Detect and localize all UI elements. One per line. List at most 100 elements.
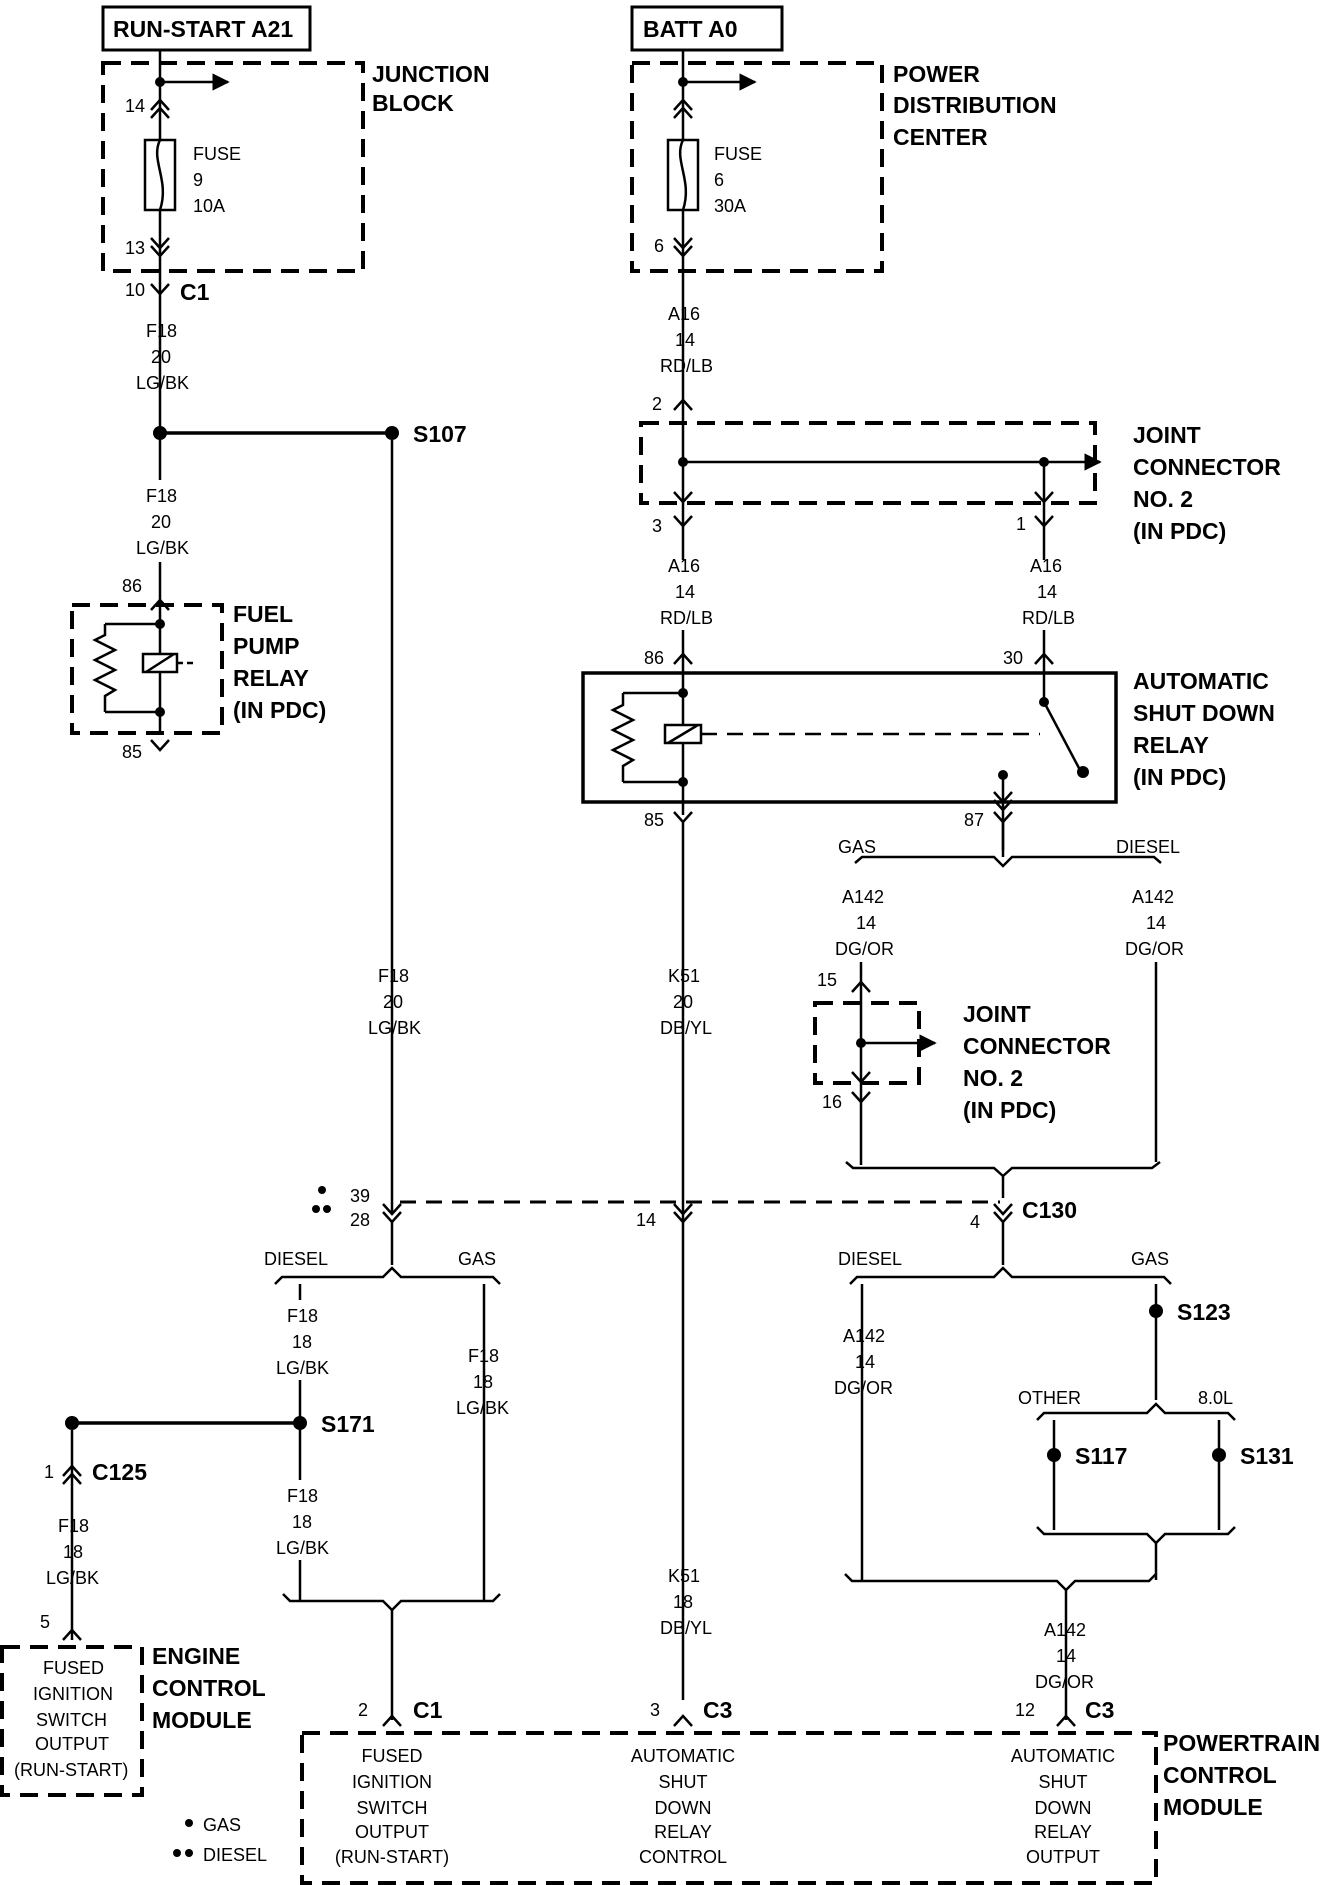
- pcm-c3-pin-12: 12: [1015, 1700, 1035, 1720]
- s171-splice: [293, 1416, 307, 1430]
- pcm-term3-line-4: RELAY: [1034, 1822, 1092, 1842]
- fuel-pump-pin-85: 85: [122, 742, 142, 762]
- pcm-term3-line-2: SHUT: [1039, 1772, 1088, 1792]
- s123-splice: [1149, 1304, 1163, 1318]
- c130-pin-14: 14: [636, 1210, 656, 1230]
- pcm-term1-line-3: SWITCH: [357, 1798, 428, 1818]
- asd-pin-87: 87: [964, 810, 984, 830]
- junction-block-title-1: JUNCTION: [372, 61, 490, 87]
- wire-f18-gauge-3: 20: [383, 992, 403, 1012]
- wire-f18-18-circuit-2: F18: [468, 1346, 499, 1366]
- c130-pin-4: 4: [970, 1212, 980, 1232]
- c130-label: C130: [1022, 1197, 1077, 1223]
- pcm-title-1: POWERTRAIN: [1163, 1730, 1320, 1756]
- pcm-term1-line-1: FUSED: [361, 1746, 422, 1766]
- wire-a142-color-1: DG/OR: [835, 939, 894, 959]
- asd-title-1: AUTOMATIC: [1133, 668, 1269, 694]
- pdc-title-1: POWER: [893, 61, 980, 87]
- fuse-6-label: FUSE: [714, 144, 762, 164]
- c125-pin-1: 1: [44, 1462, 54, 1482]
- c1-pin-10: 10: [125, 280, 145, 300]
- wire-k51-circuit-1: K51: [668, 966, 700, 986]
- c130-pin-28: 28: [350, 1210, 370, 1230]
- pdc-title-3: CENTER: [893, 124, 988, 150]
- wire-a142-gauge-3: 14: [855, 1352, 875, 1372]
- wire-f18-gauge-1: 20: [151, 347, 171, 367]
- s131-label: S131: [1240, 1443, 1294, 1469]
- pcm-term2-line-2: SHUT: [659, 1772, 708, 1792]
- wire-f18-18-color-2: LG/BK: [456, 1398, 509, 1418]
- pcm-term2-line-4: RELAY: [654, 1822, 712, 1842]
- asd-title-3: RELAY: [1133, 732, 1209, 758]
- s123-branch-brace: [1036, 1402, 1236, 1421]
- wire-a142-circuit-2: A142: [1132, 887, 1174, 907]
- pcm-term3-line-5: OUTPUT: [1026, 1847, 1100, 1867]
- a142-branch-diesel: DIESEL: [838, 1249, 902, 1269]
- c1-connector-top: C1: [180, 279, 210, 305]
- a142-merge-brace: [845, 1161, 1161, 1178]
- pcm-c1-label: C1: [413, 1697, 443, 1723]
- f18-branch-diesel: DIESEL: [264, 1249, 328, 1269]
- asd-title-4: (IN PDC): [1133, 764, 1226, 790]
- s117-splice: [1047, 1448, 1061, 1462]
- wire-k51-color-2: DB/YL: [660, 1618, 712, 1638]
- s131-splice: [1212, 1448, 1226, 1462]
- branch-87-gas: GAS: [838, 837, 876, 857]
- asd-title-2: SHUT DOWN: [1133, 700, 1275, 726]
- wire-a16-gauge-2: 14: [675, 582, 695, 602]
- wire-a16-color-1: RD/LB: [660, 356, 713, 376]
- joint-mid-title-2: CONNECTOR: [963, 1033, 1111, 1059]
- wire-a16-circuit-3: A16: [1030, 556, 1062, 576]
- s123-branch-8l: 8.0L: [1198, 1388, 1233, 1408]
- wire-f18-color-3: LG/BK: [368, 1018, 421, 1038]
- pcm-c3-pin-3: 3: [650, 1700, 660, 1720]
- ecm-title-3: MODULE: [152, 1707, 252, 1733]
- pcm-term1-line-2: IGNITION: [352, 1772, 432, 1792]
- legend-diesel-label: DIESEL: [203, 1845, 267, 1865]
- fuel-pump-title-4: (IN PDC): [233, 697, 326, 723]
- wire-f18-color-1: LG/BK: [136, 373, 189, 393]
- pdc-splice: [678, 77, 688, 87]
- wire-a16-color-2: RD/LB: [660, 608, 713, 628]
- branch-87-diesel: DIESEL: [1116, 837, 1180, 857]
- wire-f18-circuit-2: F18: [146, 486, 177, 506]
- s107-label: S107: [413, 421, 467, 447]
- asd-resistor-icon: [610, 693, 636, 782]
- fuse-9-number: 9: [193, 170, 203, 190]
- wire-a142-color-4: DG/OR: [1035, 1672, 1094, 1692]
- pcm-c3-label-a: C3: [703, 1697, 732, 1723]
- joint-top-title-1: JOINT: [1133, 422, 1201, 448]
- wire-f18-gauge-2: 20: [151, 512, 171, 532]
- ecm-box: [0, 1645, 144, 1797]
- wire-a16-gauge-3: 14: [1037, 582, 1057, 602]
- wire-a142-color-2: DG/OR: [1125, 939, 1184, 959]
- wire-a142-gauge-2: 14: [1146, 913, 1166, 933]
- a142-branch-gas: GAS: [1131, 1249, 1169, 1269]
- junction-pin-14: 14: [125, 96, 145, 116]
- joint-mid-title-4: (IN PDC): [963, 1097, 1056, 1123]
- f18-merge-brace: [282, 1593, 501, 1612]
- pcm-title-3: MODULE: [1163, 1794, 1263, 1820]
- wire-a16-color-3: RD/LB: [1022, 608, 1075, 628]
- f18-branch-gas: GAS: [458, 1249, 496, 1269]
- pcm-term2-line-5: CONTROL: [639, 1847, 727, 1867]
- pcm-c3-label-b: C3: [1085, 1697, 1114, 1723]
- wire-f18-18-gauge-3: 18: [292, 1512, 312, 1532]
- ecm-title-1: ENGINE: [152, 1643, 240, 1669]
- ecm-box-line-1: FUSED: [43, 1658, 104, 1678]
- pdc-title-2: DISTRIBUTION: [893, 92, 1057, 118]
- pcm-term3-line-1: AUTOMATIC: [1011, 1746, 1115, 1766]
- fuel-pump-title-3: RELAY: [233, 665, 309, 691]
- joint-top-pin-1: 1: [1016, 514, 1026, 534]
- ecm-box-line-4: OUTPUT: [35, 1734, 109, 1754]
- joint-top-title-4: (IN PDC): [1133, 518, 1226, 544]
- junction-block-title-2: BLOCK: [372, 90, 454, 116]
- c125-label: C125: [92, 1459, 147, 1485]
- joint-top-pin-2: 2: [652, 394, 662, 414]
- fuel-pump-relay-box: [70, 603, 224, 735]
- pcm-term1-line-4: OUTPUT: [355, 1822, 429, 1842]
- wire-a142-circuit-4: A142: [1044, 1620, 1086, 1640]
- wire-a142-circuit-1: A142: [842, 887, 884, 907]
- wire-a142-color-3: DG/OR: [834, 1378, 893, 1398]
